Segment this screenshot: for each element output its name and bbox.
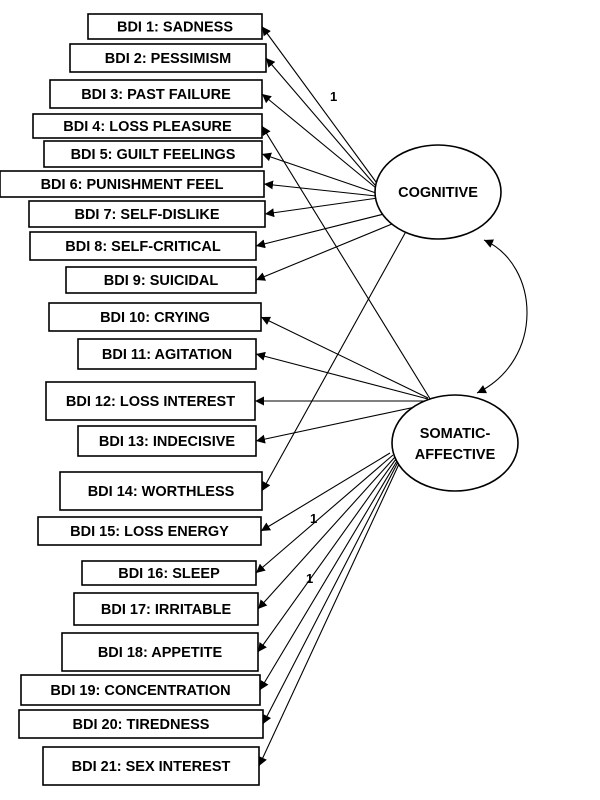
loading-label-cognitive: 1 [330,89,337,104]
indicator-box-bdi-18 [61,632,259,672]
indicator-bdi-6: BDI 6: PUNISHMENT FEEL [0,170,265,198]
indicator-label-bdi-3: BDI 3: PAST FAILURE [81,87,231,103]
factor-cognitive-label: COGNITIVE [398,185,478,201]
path-somatic-to-bdi-19 [259,460,398,691]
indicator-bdi-21: BDI 21: SEX INTEREST [42,746,260,786]
indicator-box-bdi-1 [87,13,263,40]
indicator-box-bdi-4 [32,113,263,139]
indicator-label-bdi-15: BDI 15: LOSS ENERGY [70,524,229,540]
indicator-bdi-2: BDI 2: PESSIMISM [69,43,267,73]
indicator-box-bdi-21 [42,746,260,786]
path-somatic-to-bdi-17 [257,456,396,610]
indicator-box-bdi-6 [0,170,265,198]
factor-cognitive-ellipse [374,144,502,240]
factor-somatic: SOMATIC- AFFECTIVE [391,394,519,492]
indicator-bdi-4: BDI 4: LOSS PLEASURE [32,113,263,139]
indicator-box-bdi-2 [69,43,267,73]
indicator-bdi-16: BDI 16: SLEEP [81,560,257,586]
path-cognitive-to-bdi-5 [261,152,377,194]
indicator-label-bdi-16: BDI 16: SLEEP [118,566,220,582]
path-somatic-to-bdi-16 [255,454,394,574]
path-cognitive-to-bdi-9 [255,223,393,281]
indicator-label-bdi-21: BDI 21: SEX INTEREST [72,759,231,775]
indicator-label-bdi-18: BDI 18: APPETITE [98,645,223,661]
path-somatic-to-bdi-18 [257,458,397,653]
indicator-bdi-14: BDI 14: WORTHLESS [59,471,263,511]
factor-somatic-label-line1: SOMATIC- [420,426,491,442]
indicator-bdi-1: BDI 1: SADNESS [87,13,263,40]
indicator-bdi-19: BDI 19: CONCENTRATION [20,674,261,706]
path-somatic-to-bdi-21 [258,463,400,767]
indicator-label-bdi-1: BDI 1: SADNESS [117,20,233,36]
indicator-box-bdi-9 [65,266,257,294]
path-cognitive-to-bdi-8 [255,213,385,249]
factor-covariance-arc [476,239,528,394]
path-cognitive-to-bdi-1 [261,26,377,183]
factor-somatic-label-line2: AFFECTIVE [415,447,496,463]
indicator-box-bdi-15 [37,516,262,546]
path-cognitive-to-bdi-6 [263,180,377,197]
path-somatic-to-bdi-15 [260,452,391,532]
indicator-label-bdi-9: BDI 9: SUICIDAL [104,273,219,289]
indicator-label-bdi-6: BDI 6: PUNISHMENT FEEL [41,177,224,193]
indicator-bdi-18: BDI 18: APPETITE [61,632,259,672]
covariance-layer [476,239,528,394]
indicator-bdi-20: BDI 20: TIREDNESS [18,709,264,739]
indicator-box-bdi-19 [20,674,261,706]
path-cognitive-to-bdi-14 [261,225,410,492]
indicator-label-bdi-4: BDI 4: LOSS PLEASURE [63,119,232,135]
factor-cognitive: COGNITIVE [374,144,502,240]
indicator-box-bdi-8 [29,231,257,261]
indicator-bdi-8: BDI 8: SELF-CRITICAL [29,231,257,261]
indicator-label-bdi-20: BDI 20: TIREDNESS [73,717,210,733]
indicator-bdi-9: BDI 9: SUICIDAL [65,266,257,294]
indicator-box-bdi-5 [43,140,263,168]
path-somatic-to-bdi-10 [260,316,429,399]
indicator-box-bdi-10 [48,302,262,332]
indicator-box-bdi-17 [73,592,259,626]
loading-label-somatic-a: 1 [310,511,317,526]
factor-somatic-ellipse [391,394,519,492]
indicator-label-bdi-7: BDI 7: SELF-DISLIKE [74,207,219,223]
path-somatic-to-bdi-4 [261,125,433,403]
indicator-boxes: BDI 1: SADNESS BDI 2: PESSIMISM BDI 3: PAS… [0,13,267,786]
indicator-bdi-7: BDI 7: SELF-DISLIKE [28,200,266,228]
indicator-box-bdi-7 [28,200,266,228]
indicator-bdi-13: BDI 13: INDECISIVE [77,425,257,457]
path-somatic-to-bdi-13 [255,405,421,444]
indicator-label-bdi-17: BDI 17: IRRITABLE [101,602,232,618]
indicator-bdi-12: BDI 12: LOSS INTEREST [45,381,256,421]
path-somatic-to-bdi-11 [255,351,429,400]
indicator-bdi-3: BDI 3: PAST FAILURE [49,79,263,109]
path-cognitive-to-bdi-7 [264,197,379,218]
indicator-label-bdi-13: BDI 13: INDECISIVE [99,434,235,450]
indicator-label-bdi-12: BDI 12: LOSS INTEREST [66,394,235,410]
indicator-box-bdi-12 [45,381,256,421]
indicator-label-bdi-14: BDI 14: WORTHLESS [88,484,235,500]
indicator-bdi-5: BDI 5: GUILT FEELINGS [43,140,263,168]
indicator-box-bdi-14 [59,471,263,511]
indicator-bdi-17: BDI 17: IRRITABLE [73,592,259,626]
indicator-label-bdi-8: BDI 8: SELF-CRITICAL [65,239,221,255]
loading-label-somatic-b: 1 [306,571,313,586]
indicator-box-bdi-13 [77,425,257,457]
path-somatic-to-bdi-20 [262,461,399,725]
indicator-label-bdi-10: BDI 10: CRYING [100,310,210,326]
indicator-box-bdi-11 [77,338,257,370]
indicator-bdi-10: BDI 10: CRYING [48,302,262,332]
indicator-label-bdi-11: BDI 11: AGITATION [102,347,232,363]
indicator-box-bdi-20 [18,709,264,739]
indicator-label-bdi-5: BDI 5: GUILT FEELINGS [71,147,236,163]
indicator-label-bdi-2: BDI 2: PESSIMISM [105,51,232,67]
indicator-bdi-11: BDI 11: AGITATION [77,338,257,370]
indicator-label-bdi-19: BDI 19: CONCENTRATION [50,683,230,699]
path-cognitive-to-bdi-3 [261,93,377,189]
indicator-box-bdi-3 [49,79,263,109]
indicator-box-bdi-16 [81,560,257,586]
paths-layer [255,26,433,767]
indicator-bdi-15: BDI 15: LOSS ENERGY [37,516,262,546]
path-cognitive-to-bdi-2 [265,57,376,186]
